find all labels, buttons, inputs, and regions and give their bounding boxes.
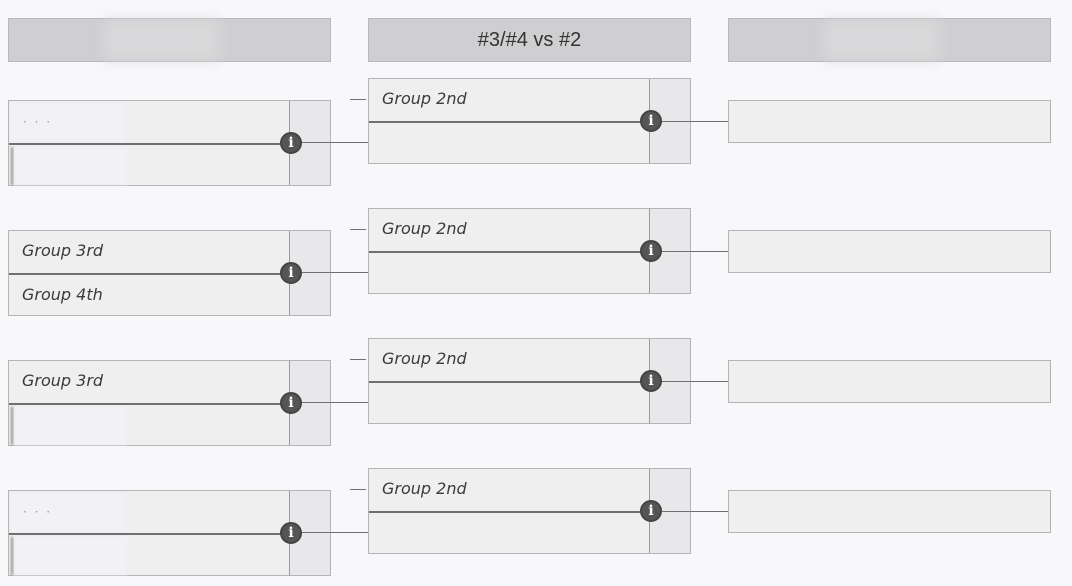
round3-slot-4[interactable]: [728, 490, 1051, 533]
info-icon[interactable]: i: [280, 262, 302, 284]
bye-tick: [350, 359, 366, 360]
bye-tick: [350, 489, 366, 490]
redacted-team: [11, 537, 127, 575]
round1-match-3[interactable]: Group 3rd: [8, 360, 331, 446]
bye-tick: [350, 229, 366, 230]
round2-header-label: #3/#4 vs #2: [477, 28, 582, 51]
match-divider: [9, 403, 330, 405]
match-divider: [9, 273, 330, 275]
info-icon[interactable]: i: [640, 240, 662, 262]
team-slot-top: Group 3rd: [22, 241, 104, 260]
redacted-header-text: [825, 20, 938, 60]
connector-line: [300, 532, 368, 533]
redacted-team: [11, 103, 125, 141]
connector-line: [660, 381, 728, 382]
connector-line: [300, 142, 368, 143]
match-divider: [9, 533, 330, 535]
round3-slot-1[interactable]: [728, 100, 1051, 143]
round2-header: #3/#4 vs #2: [368, 18, 691, 62]
match-divider: [369, 121, 690, 123]
info-icon[interactable]: i: [280, 132, 302, 154]
connector-line: [660, 511, 728, 512]
info-icon[interactable]: i: [640, 500, 662, 522]
round3-header: [728, 18, 1051, 62]
connector-line: [300, 402, 368, 403]
round2-match-2[interactable]: Group 2nd: [368, 208, 691, 294]
redacted-header-text: [105, 20, 218, 60]
connector-line: [660, 121, 728, 122]
match-divider: [369, 511, 690, 513]
info-icon[interactable]: i: [640, 110, 662, 132]
match-divider: [369, 381, 690, 383]
team-slot-top: Group 3rd: [22, 371, 104, 390]
blurred-team-name: · · ·: [23, 505, 53, 519]
team-slot-top: Group 2nd: [382, 219, 467, 238]
round1-match-4[interactable]: · · ·: [8, 490, 331, 576]
info-icon[interactable]: i: [280, 522, 302, 544]
match-divider: [369, 251, 690, 253]
info-icon[interactable]: i: [640, 370, 662, 392]
round3-slot-2[interactable]: [728, 230, 1051, 273]
connector-line: [660, 251, 728, 252]
redacted-team: [11, 147, 127, 185]
team-slot-bottom: Group 4th: [22, 285, 103, 304]
redacted-team: [11, 407, 127, 445]
blurred-team-name: · · ·: [23, 115, 53, 129]
round2-match-1[interactable]: Group 2nd: [368, 78, 691, 164]
match-divider: [9, 143, 330, 145]
bye-tick: [350, 99, 366, 100]
team-slot-top: Group 2nd: [382, 479, 467, 498]
info-icon[interactable]: i: [280, 392, 302, 414]
redacted-team: [11, 493, 125, 531]
team-slot-top: Group 2nd: [382, 89, 467, 108]
round1-match-1[interactable]: · · ·: [8, 100, 331, 186]
round3-slot-3[interactable]: [728, 360, 1051, 403]
round1-header: [8, 18, 331, 62]
connector-line: [300, 272, 368, 273]
team-slot-top: Group 2nd: [382, 349, 467, 368]
